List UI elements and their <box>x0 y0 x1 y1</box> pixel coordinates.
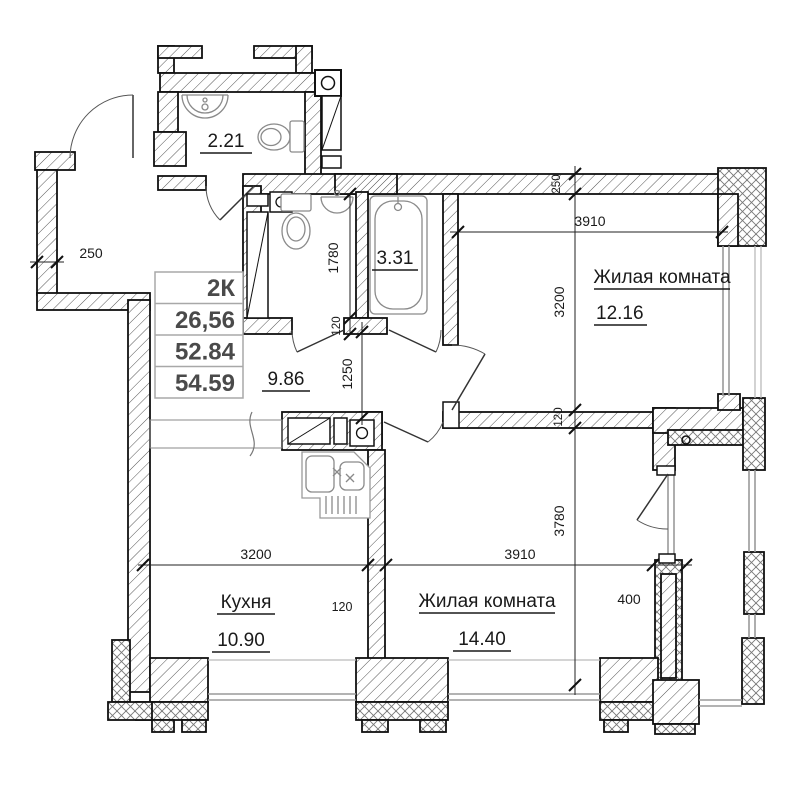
wc-door-arc <box>291 329 298 353</box>
wall-stub-top-left2 <box>157 45 203 59</box>
wc-door-leaf <box>296 329 345 353</box>
living1-name: Жилая комната <box>593 267 731 288</box>
kitchen-name: Кухня <box>221 592 272 613</box>
dimensions: 3910 3200 250 120 1780 120 1250 3780 320… <box>30 166 729 695</box>
living1-door-arc <box>451 344 486 355</box>
wall-top-lintel <box>334 173 398 195</box>
dim-living1-width: 3910 <box>574 213 605 229</box>
duct-shaft-bath221 <box>321 95 342 169</box>
dim-wall-top: 120 <box>553 407 565 426</box>
foot-small-6 <box>654 723 696 735</box>
dim-wall-partition: 120 <box>332 600 353 614</box>
balcony-door-jamb-top <box>656 465 676 476</box>
wall-bath221-bottom-left <box>157 175 207 191</box>
foot-small-1 <box>151 719 175 733</box>
dim-hallway-depth: 1250 <box>339 358 355 389</box>
wall-loggia-pier2 <box>741 637 765 705</box>
wall-window1-stub-top <box>717 193 739 247</box>
balcony-door-leaf <box>636 473 669 521</box>
wall-entry-stub <box>34 151 76 171</box>
windows <box>208 246 762 707</box>
info-table-row3: 52.84 <box>175 339 236 366</box>
wall-wc-bottom-left <box>242 317 293 335</box>
sink-icon-bath221 <box>181 94 229 119</box>
foot-corner-left <box>107 701 153 721</box>
wall-pier-bottom3 <box>599 657 659 703</box>
living1-area: 12.16 <box>596 303 644 324</box>
dim-left-wall: 250 <box>79 245 103 261</box>
foot-small-4 <box>419 719 447 733</box>
living1-door-leaf <box>451 353 486 411</box>
wall-wc-bath-divider <box>355 191 369 319</box>
toilet-icon-wc <box>280 193 312 250</box>
wall-pier-bottom1 <box>149 657 209 703</box>
kitchen-opening <box>149 411 283 457</box>
dim-ticks <box>30 167 729 692</box>
wall-pier-loggia <box>652 679 700 725</box>
wall-bath221-left-block <box>153 131 187 167</box>
wall-jamb-stub <box>442 401 460 429</box>
dim-bathroom-depth: 1780 <box>325 242 341 273</box>
wall-stub-top-right <box>295 45 313 74</box>
wall-balcony-corner-x <box>667 429 745 446</box>
doors <box>69 94 676 564</box>
fixtures <box>181 69 428 519</box>
living2-door-arc <box>427 421 444 443</box>
bathtub-icon <box>369 195 428 315</box>
wc-area: 2.21 <box>208 131 245 152</box>
wall-window1-stub-bottom <box>717 393 741 411</box>
room-labels: Жилая комната 12.16 Жилая комната 14.40 … <box>200 131 731 653</box>
living2-door-leaf <box>383 421 429 443</box>
wall-kitchen-left <box>127 299 151 693</box>
dim-living1-depth: 3200 <box>551 286 567 317</box>
walls <box>34 45 767 735</box>
dim-living2-depth: 3780 <box>551 505 567 536</box>
dim-kitchen-width: 3200 <box>240 546 271 562</box>
bathroom-area: 3.31 <box>377 248 414 269</box>
info-table-unit-type: 2К <box>207 275 235 302</box>
wall-pier-bottom2 <box>355 657 449 703</box>
hall-area: 9.86 <box>268 369 305 390</box>
living2-area: 14.40 <box>458 629 506 650</box>
foot-small-3 <box>361 719 389 733</box>
washing-machine-icon <box>314 69 342 97</box>
wall-outer-left <box>36 169 58 296</box>
bath221-door-arc <box>205 185 221 221</box>
info-table-row2: 26,56 <box>175 307 235 334</box>
foot-small-2 <box>181 719 207 733</box>
kitchen-opening-break <box>249 411 255 457</box>
wall-bath221-top <box>159 72 323 93</box>
living2-name: Жилая комната <box>418 591 556 612</box>
dim-top-wall: 250 <box>551 174 563 193</box>
kitchen-area: 10.90 <box>217 630 265 651</box>
bath331-door-arc <box>435 329 442 353</box>
dim-wall-mid: 120 <box>331 316 343 335</box>
balcony-door-arc <box>636 519 669 530</box>
entry-door-arc <box>69 94 134 159</box>
bath331-door-leaf <box>388 329 437 353</box>
wall-top-main <box>242 173 726 195</box>
foot-small-5 <box>603 719 629 733</box>
dim-living2-width: 3910 <box>504 546 535 562</box>
balcony-door-jamb-bottom <box>658 553 676 564</box>
kitchen-sink-icon <box>301 451 371 519</box>
foot-bottom2 <box>355 701 449 721</box>
wall-loggia-partition-core <box>660 573 677 679</box>
info-table: 2К 26,56 52.84 54.59 <box>154 271 244 399</box>
info-table-row4: 54.59 <box>175 370 235 397</box>
foot-bottom3 <box>599 701 659 721</box>
toilet-icon-bath221 <box>257 120 305 153</box>
wall-balcony-col <box>742 397 766 471</box>
wall-corner-strip-left <box>111 639 131 703</box>
wall-living1-bottom <box>442 411 659 429</box>
kitchen-opening-band <box>149 419 283 449</box>
drain-icon <box>681 435 691 445</box>
wall-loggia-pier1 <box>743 551 765 615</box>
dim-balcony-offset: 400 <box>617 591 641 607</box>
wall-bath221-left <box>157 91 179 133</box>
wall-living1-left <box>442 193 459 346</box>
bath221-door-leaf <box>219 185 255 221</box>
